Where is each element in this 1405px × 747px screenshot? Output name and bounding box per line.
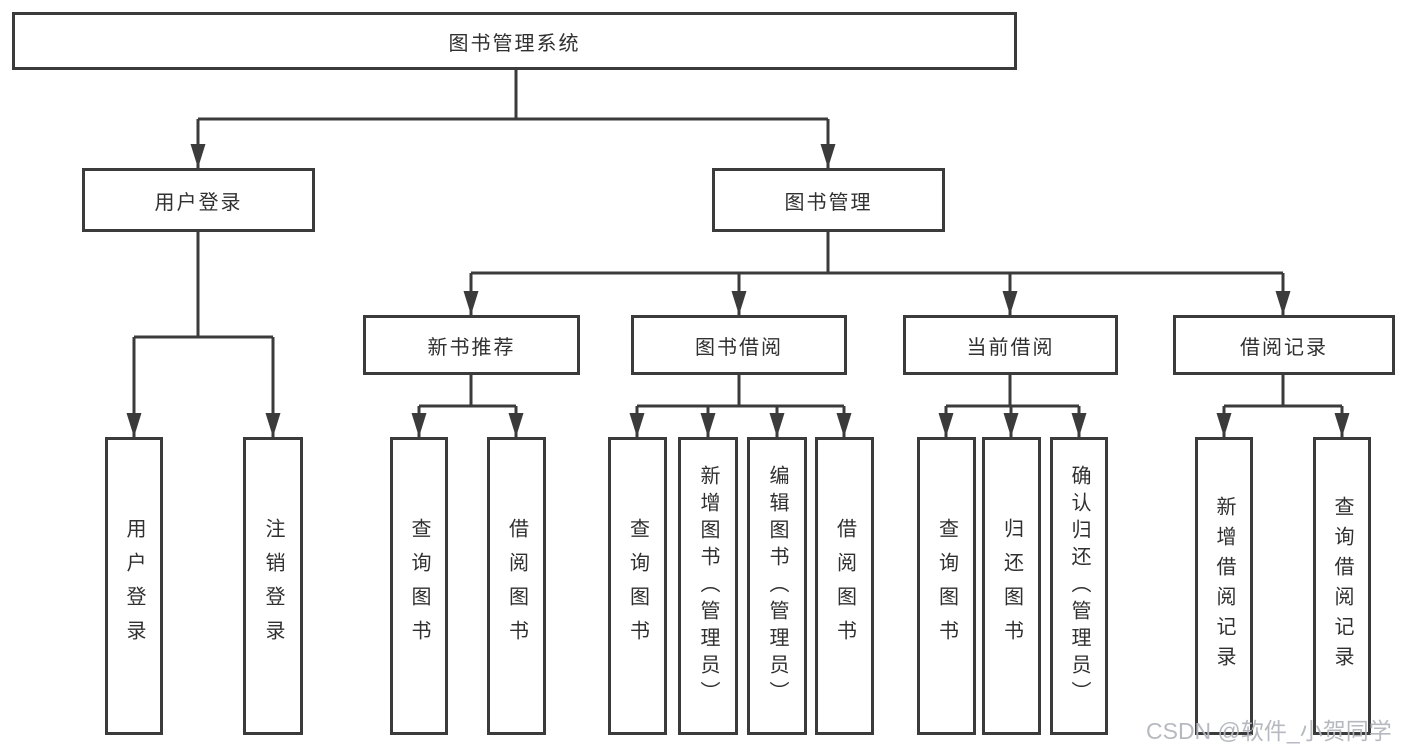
- leaf-cb-query-books: 查询图书: [917, 437, 976, 735]
- node-current-borrowing-label: 当前借阅: [966, 336, 1055, 359]
- connector-newbook-rail: [419, 375, 516, 408]
- connector-bookmgmt-rail: [471, 232, 1283, 275]
- leaf-logout: 注销登录: [243, 437, 303, 735]
- leaf-bb-borrow-books-label: 借阅图书: [833, 518, 856, 654]
- leaf-rec-query-record: 查询借阅记录: [1313, 437, 1371, 735]
- leaf-nb-query-books-label: 查询图书: [408, 518, 430, 654]
- leaf-bb-add-books-admin: 新增图书（管理员）: [678, 437, 738, 735]
- leaf-cb-return-books-label: 归还图书: [1000, 518, 1023, 654]
- leaf-cb-query-books-label: 查询图书: [935, 518, 958, 654]
- node-user-login-label: 用户登录: [154, 191, 243, 214]
- watermark: CSDN @软件_小贺同学: [1146, 718, 1392, 744]
- node-borrowing-records: 借阅记录: [1173, 315, 1395, 375]
- node-book-borrowing-label: 图书借阅: [695, 336, 783, 359]
- leaf-logout-label: 注销登录: [262, 518, 284, 654]
- leaf-nb-query-books: 查询图书: [390, 437, 448, 735]
- leaf-user-login: 用户登录: [105, 437, 163, 735]
- node-new-book-recommend: 新书推荐: [363, 315, 580, 375]
- node-book-borrowing: 图书借阅: [631, 315, 847, 375]
- node-user-login: 用户登录: [82, 168, 315, 232]
- node-book-management: 图书管理: [712, 168, 945, 232]
- node-new-book-recommend-label: 新书推荐: [427, 336, 516, 359]
- connector-records-rail: [1224, 375, 1342, 408]
- leaf-rec-query-record-label: 查询借阅记录: [1331, 496, 1353, 676]
- leaf-bb-borrow-books: 借阅图书: [815, 437, 874, 735]
- connector-borrow-rail: [637, 375, 844, 408]
- node-root: 图书管理系统: [12, 12, 1017, 70]
- node-borrowing-records-label: 借阅记录: [1240, 336, 1328, 359]
- leaf-cb-return-books: 归还图书: [982, 437, 1041, 735]
- node-book-management-label: 图书管理: [784, 191, 873, 214]
- leaf-nb-borrow-books-label: 借阅图书: [505, 518, 528, 654]
- node-root-label: 图书管理系统: [448, 32, 581, 55]
- leaf-rec-add-record: 新增借阅记录: [1195, 437, 1253, 735]
- leaf-user-login-label: 用户登录: [123, 518, 145, 654]
- leaf-cb-confirm-return-admin: 确认归还（管理员）: [1050, 437, 1108, 735]
- leaf-bb-query-books-label: 查询图书: [626, 518, 649, 654]
- leaf-bb-add-books-admin-label: 新增图书（管理员）: [697, 464, 719, 708]
- leaf-nb-borrow-books: 借阅图书: [487, 437, 546, 735]
- leaf-bb-query-books: 查询图书: [608, 437, 667, 735]
- leaf-cb-confirm-return-admin-label: 确认归还（管理员）: [1068, 464, 1090, 708]
- connector-current-rail: [946, 375, 1079, 408]
- leaf-rec-add-record-label: 新增借阅记录: [1213, 496, 1235, 676]
- leaf-bb-edit-books-admin-label: 编辑图书（管理员）: [766, 464, 788, 708]
- connector-root-rail: [198, 70, 828, 121]
- node-current-borrowing: 当前借阅: [903, 315, 1118, 375]
- leaf-bb-edit-books-admin: 编辑图书（管理员）: [747, 437, 807, 735]
- connector-userlogin-rail: [134, 232, 273, 339]
